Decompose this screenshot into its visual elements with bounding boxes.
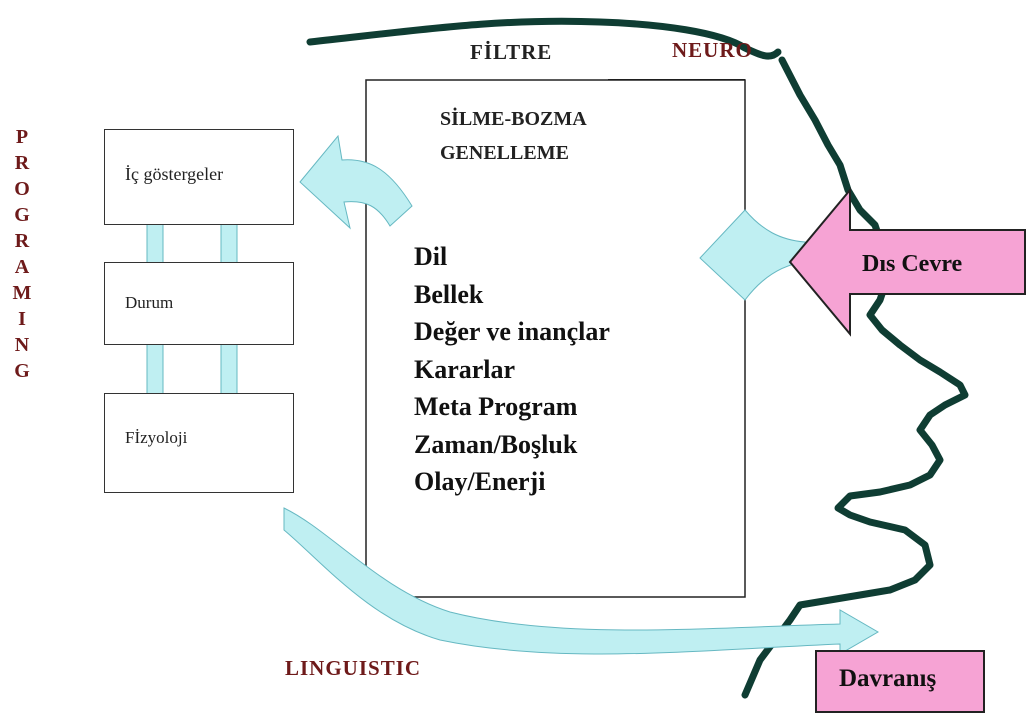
ic-gostergeler-label: İç göstergeler xyxy=(125,164,224,184)
filter-item: Bellek xyxy=(414,279,484,309)
programing-letter: N xyxy=(14,334,30,356)
face-profile-outline xyxy=(741,56,969,699)
programing-letter: G xyxy=(14,360,30,382)
connector-bar xyxy=(220,223,238,264)
linguistic-label: LINGUISTIC xyxy=(285,656,422,680)
dis-cevre-arrow xyxy=(788,187,1026,337)
filtre-label: FİLTRE xyxy=(470,40,553,64)
dis-cevre-label: Dıs Cevre xyxy=(862,251,963,277)
filter-item: Dil xyxy=(414,242,448,271)
davranis-box: Davranış xyxy=(815,650,985,713)
silme-bozma-label: SİLME-BOZMA xyxy=(440,108,587,130)
programing-letter: M xyxy=(12,282,32,304)
durum-box: Durum xyxy=(104,262,294,345)
filter-item: Kararlar xyxy=(414,354,516,384)
filter-list: Dil Bellek Değer ve inançlar Kararlar Me… xyxy=(414,238,610,501)
davranis-label: Davranış xyxy=(839,665,937,692)
head-outline xyxy=(306,17,782,60)
connector-bar xyxy=(220,343,238,395)
curved-arrow-left xyxy=(299,134,413,230)
programing-letter: O xyxy=(14,178,30,200)
programing-letter: R xyxy=(14,230,30,252)
filter-item: Değer ve inançlar xyxy=(414,317,610,346)
filter-item: Olay/Enerji xyxy=(414,467,546,496)
genelleme-label: GENELLEME xyxy=(440,142,569,164)
programing-letter: A xyxy=(14,256,30,278)
durum-label: Durum xyxy=(125,293,174,312)
filter-box xyxy=(365,79,746,598)
neuro-label: NEURO xyxy=(672,38,753,62)
programing-letter: R xyxy=(14,152,30,174)
programing-vertical-label: P R O G R A M I N G xyxy=(8,124,36,384)
filter-item: Meta Program xyxy=(414,392,578,421)
connector-bar xyxy=(146,343,164,395)
programing-letter: P xyxy=(15,126,29,148)
programing-letter: I xyxy=(18,308,26,330)
fizyoloji-box: Fİzyoloji xyxy=(104,393,294,493)
ic-gostergeler-box: İç göstergeler xyxy=(104,129,294,225)
connector-bar xyxy=(146,223,164,264)
programing-letter: G xyxy=(14,204,30,226)
filter-item: Zaman/Boşluk xyxy=(414,429,578,459)
fizyoloji-label: Fİzyoloji xyxy=(125,428,188,447)
